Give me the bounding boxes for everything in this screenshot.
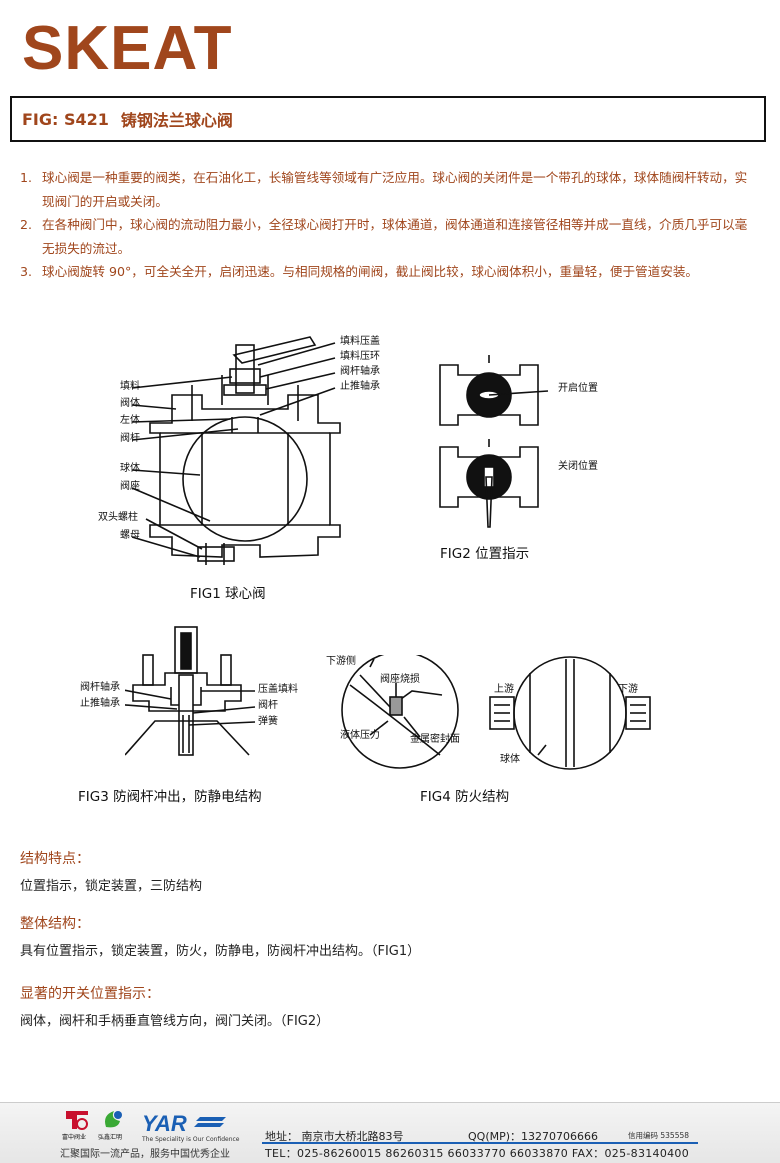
fig4-label-downstream-side: 下游侧 [326,656,356,667]
fig2-position-drawing [439,355,549,528]
footer-qq: QQ(MP)：13270706666 [468,1130,599,1143]
section-overall: 整体结构： 具有位置指示，锁定装置，防火，防静电，防阀杆冲出结构。（FIG1） [20,913,420,959]
section-body: 位置指示，锁定装置，三防结构 [20,879,203,894]
intro-item: 3.球心阀旋转 90°，可全关全开，启闭迅速。与相同规格的闸阀，截止阀比较，球心… [20,264,699,279]
section-heading: 整体结构： [20,916,90,932]
fig1-label-gland-ring: 填料压环 [340,351,380,362]
section-body: 具有位置指示，锁定装置，防火，防静电，防阀杆冲出结构。（FIG1） [20,944,421,959]
fuzhong-logo-icon [66,1111,88,1130]
fig1-label-left-body: 左体 [120,415,140,426]
section-features: 结构特点： 位置指示，锁定装置，三防结构 [20,848,202,894]
fig4-label-upstream: 上游 [494,684,514,695]
footer-address: 地址： 南京市大桥北路83号 [265,1130,404,1143]
yar-logo-icon: YAR [142,1111,226,1135]
fig1-label-seat: 阀座 [120,481,140,492]
hongxin-logo-icon [105,1111,122,1128]
fig2-caption: FIG2 位置指示 [440,546,530,562]
fig2-label-open: 开启位置 [558,383,598,394]
product-title-bar: FIG: S421 铸钢法兰球心阀 [10,96,766,142]
yar-tagline: The Speciality is Our Confidence [142,1136,240,1143]
fig4-label-seat-damage: 阀座烧损 [380,674,420,685]
section-heading: 显著的开关位置指示： [20,986,160,1002]
fig1-label-ball: 球体 [120,463,140,474]
fig4-label-ball: 球体 [500,754,520,765]
fig1-label-body: 阀体 [120,398,140,409]
footer-slogan: 汇聚国际一流产品，服务中国优秀企业 [60,1149,230,1160]
brand-logo: SKEAT [22,14,233,83]
section-body: 阀体，阀杆和手柄垂直管线方向，阀门关闭。（FIG2） [20,1014,330,1029]
fig1-label-stem-bearing: 阀杆轴承 [340,366,380,377]
fig4-label-metal-seal: 金属密封面 [410,734,460,745]
hongxin-logo-text: 弘鑫汇明 [98,1134,123,1141]
fig3-stem-drawing [125,626,256,756]
fig1-label-packing: 填料 [120,381,140,392]
fuzhong-logo-text: 富中阀业 [62,1134,87,1141]
fig1-label-thrust-bearing: 止推轴承 [340,381,380,392]
footer-divider [262,1142,698,1144]
fig3-caption: FIG3 防阀杆冲出，防静电结构 [78,789,262,805]
fig1-valve-drawing [131,336,341,565]
fig2-label-closed: 关闭位置 [558,461,598,472]
fig4-label-fluid-pressure: 液体压力 [340,730,380,741]
footer: 富中阀业 弘鑫汇明 YAR The Speciality is Our Conf… [0,1102,780,1163]
fig4-label-downstream: 下游 [618,684,638,695]
fig3-label-stem: 阀杆 [258,700,278,711]
fig4-caption: FIG4 防火结构 [420,789,510,805]
intro-item: 1.球心阀是一种重要的阀类，在石油化工，长输管线等领域有广泛应用。球心阀的关闭件… [20,170,748,209]
fig3-label-stem-bearing: 阀杆轴承 [80,682,120,693]
footer-tel: TEL：025-86260015 86260315 66033770 66033… [265,1147,690,1160]
fig1-label-gland: 填料压盖 [340,336,380,347]
section-position-indicator: 显著的开关位置指示： 阀体，阀杆和手柄垂直管线方向，阀门关闭。（FIG2） [20,983,329,1029]
fig1-label-stud: 双头螺柱 [98,512,138,523]
intro-list: 1.球心阀是一种重要的阀类，在石油化工，长输管线等领域有广泛应用。球心阀的关闭件… [20,166,750,284]
fig3-label-gland-packing: 压盖填料 [258,684,298,695]
fig1-caption: FIG1 球心阀 [190,586,266,602]
fig4-fireproof-drawing [341,655,651,770]
product-code: FIG: S421 [22,109,109,129]
svg-text:YAR: YAR [142,1111,187,1135]
fig1-label-stem: 阀杆 [120,433,140,444]
section-heading: 结构特点： [20,851,90,867]
intro-item: 2.在各种阀门中，球心阀的流动阻力最小，全径球心阀打开时，球体通道，阀体通道和连… [20,217,748,256]
fig3-label-spring: 弹簧 [258,716,278,727]
fig1-label-nut: 螺母 [120,530,140,541]
fig3-label-thrust-bearing: 止推轴承 [80,698,120,709]
product-title: 铸钢法兰球心阀 [120,111,233,130]
footer-credit-code: 信用编码 535558 [628,1131,690,1140]
